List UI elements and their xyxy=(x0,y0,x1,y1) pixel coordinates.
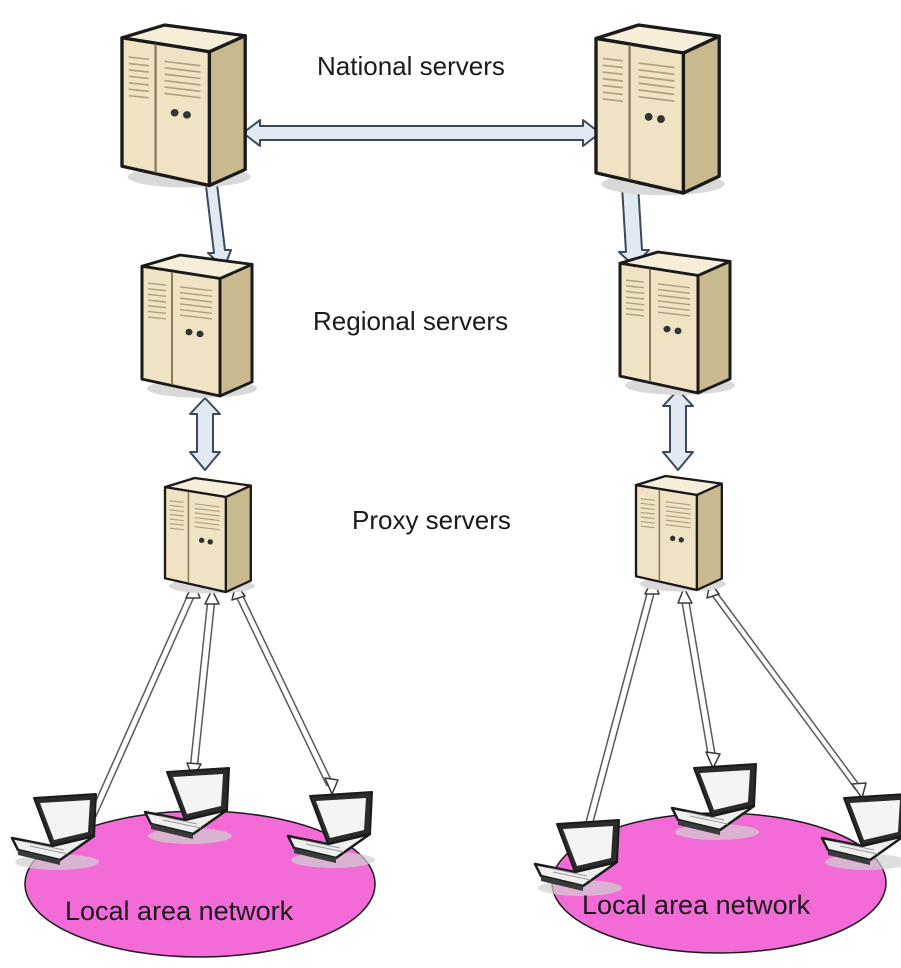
left-regional-proxy-arrow xyxy=(189,397,221,471)
server-tower-icon xyxy=(163,476,256,595)
laptop-icon xyxy=(143,766,234,846)
national-link-arrow xyxy=(242,119,601,147)
server-tower-icon xyxy=(140,253,259,400)
server-tower-icon xyxy=(634,474,727,593)
national-servers-label: National servers xyxy=(317,51,505,81)
laptop-icon xyxy=(533,818,624,898)
server-tower-icon xyxy=(120,23,253,190)
server-tower-icon xyxy=(618,250,737,397)
lan-label-right: Local area network xyxy=(582,890,811,920)
proxy-servers-label: Proxy servers xyxy=(352,505,511,535)
laptop-icon xyxy=(10,792,101,872)
server-tower-icon xyxy=(594,23,727,197)
regional-servers-label: Regional servers xyxy=(313,306,508,336)
client-links xyxy=(81,585,864,853)
lan-label-left: Local area network xyxy=(65,896,294,926)
right-regional-proxy-arrow xyxy=(662,389,694,471)
laptop-icon xyxy=(670,762,761,842)
